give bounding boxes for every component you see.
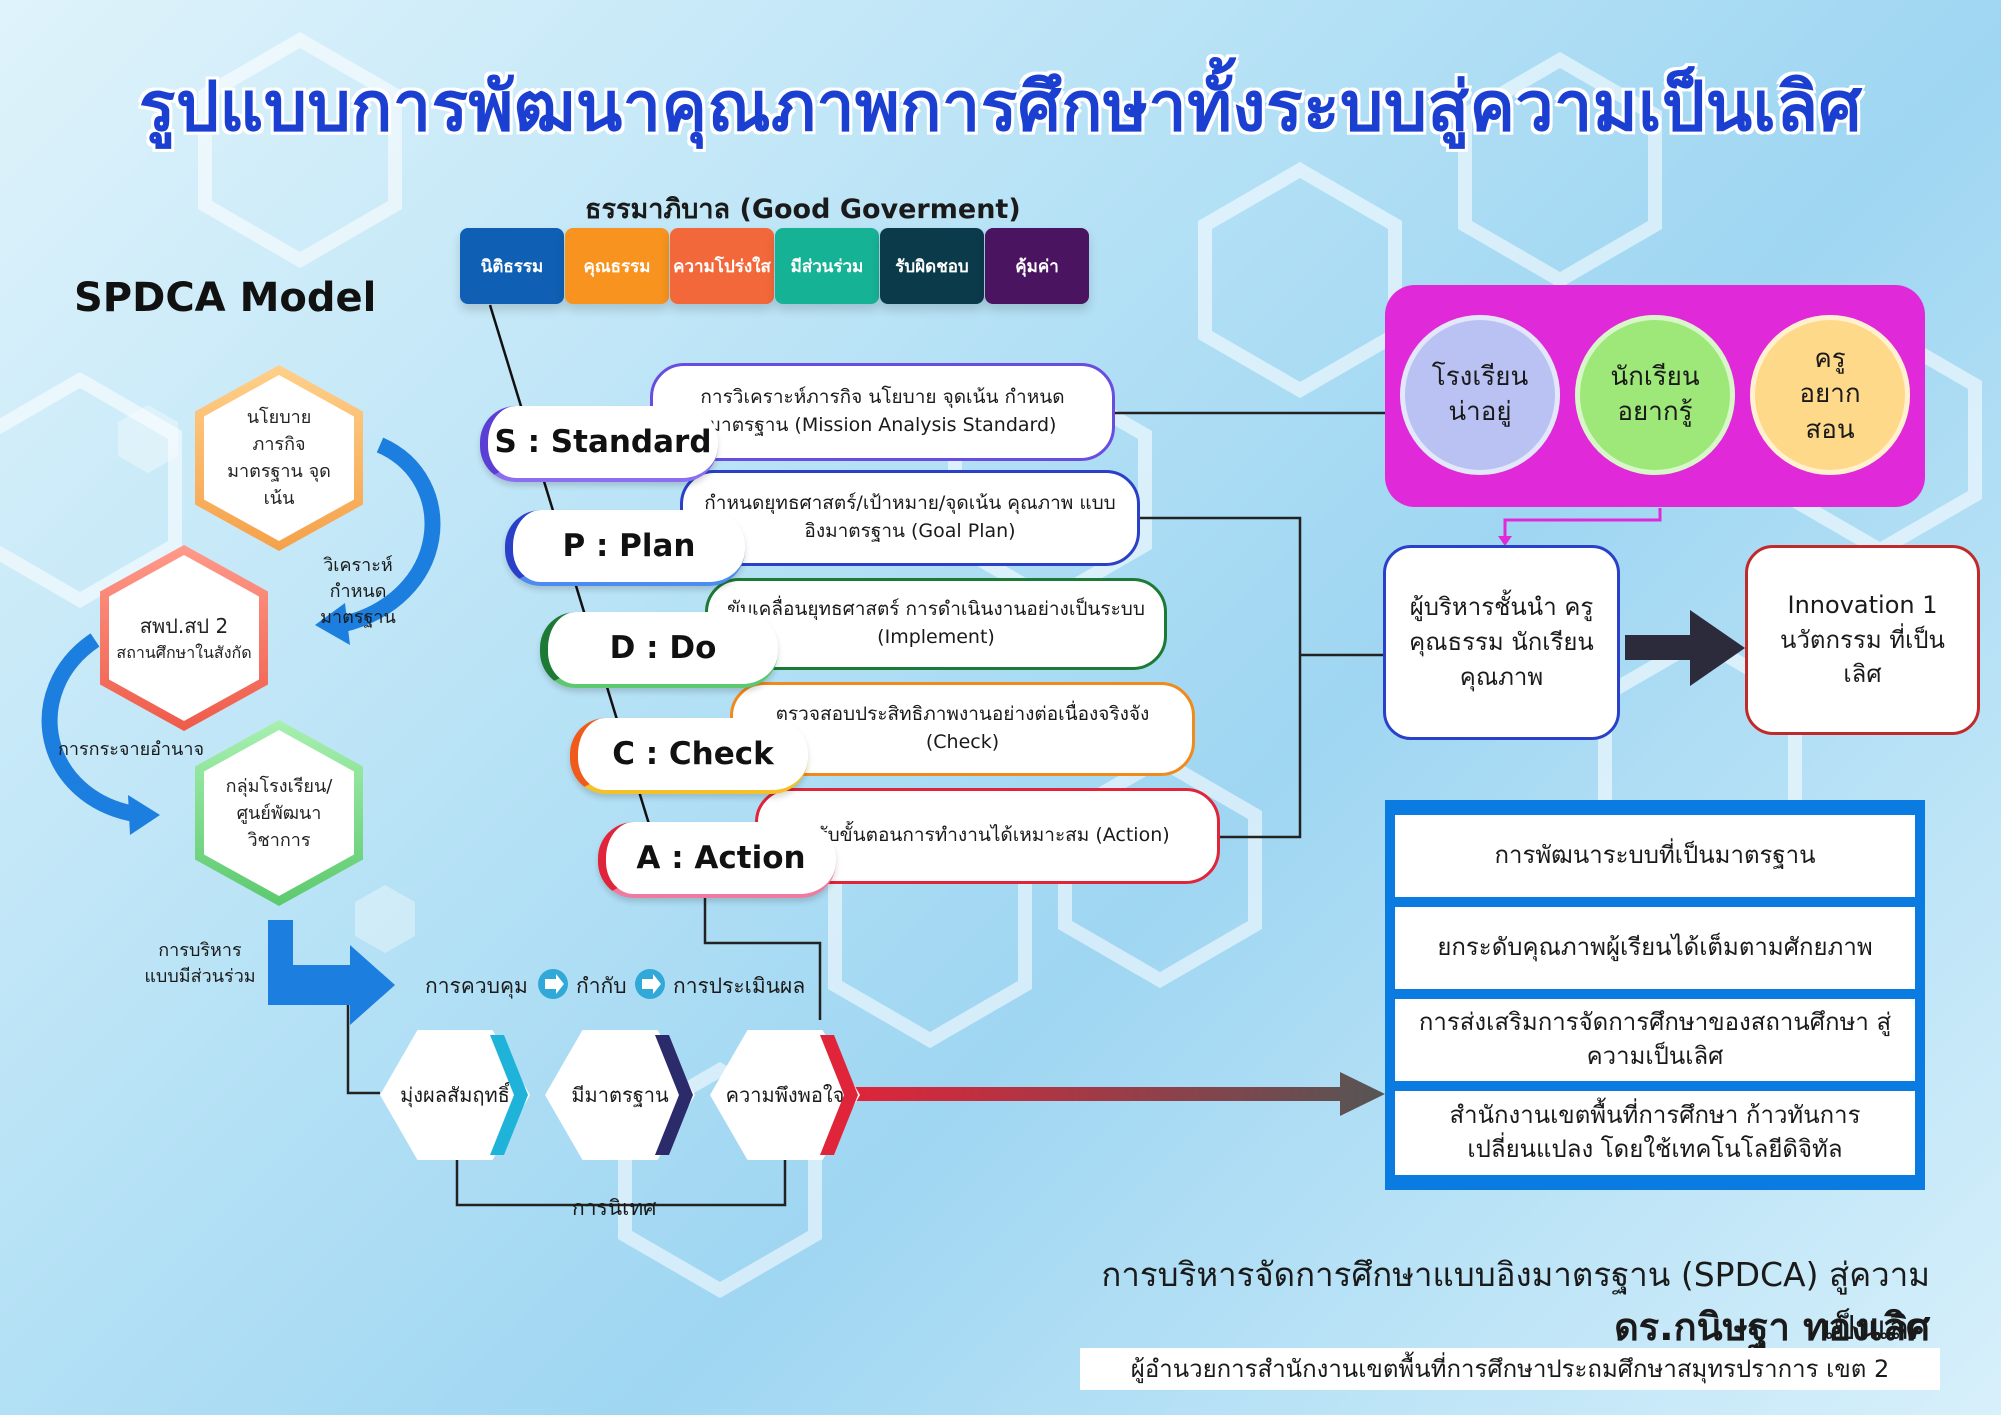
goal-item: สำนักงานเขตพื้นที่การศึกษา ก้าวทันการเปล… — [1395, 1091, 1915, 1175]
outcome-chevron-red — [820, 1035, 858, 1155]
plan-description: กำหนดยุทธศาสตร์/เป้าหมาย/จุดเน้น คุณภาพ … — [680, 470, 1140, 566]
do-pill: D : Do — [540, 612, 778, 688]
page-title: รูปแบบการพัฒนาคุณภาพการศึกษาทั้งระบบสู่ค… — [138, 68, 1863, 147]
evaluation-step: การประเมินผล — [673, 974, 806, 998]
action-pill: A : Action — [598, 822, 836, 898]
goal-item: การส่งเสริมการจัดการศึกษาของสถานศึกษา สู… — [1395, 999, 1915, 1081]
spdca-model-label: SPDCA Model — [74, 275, 377, 321]
governance-item: มีส่วนร่วม — [775, 228, 879, 304]
participation-label: การบริหาร แบบมีส่วนร่วม — [144, 940, 256, 988]
governance-item: คุณธรรม — [565, 228, 669, 304]
circle-student: นักเรียน อยากรู้ — [1575, 315, 1735, 475]
governance-item: คุ้มค่า — [985, 228, 1089, 304]
governance-item: ความโปร่งใส — [670, 228, 774, 304]
circle-school: โรงเรียน น่าอยู่ — [1400, 315, 1560, 475]
footer-subtitle: การบริหารจัดการศึกษาแบบอิงมาตรฐาน (SPDCA… — [1101, 1255, 1930, 1347]
leaders-box: ผู้บริหารชั้นนำ ครูคุณธรรม นักเรียนคุณภา… — [1383, 545, 1620, 740]
office-hexagon: สพป.สป 2 สถานศึกษาในสังกัด — [100, 545, 268, 731]
check-pill: C : Check — [570, 718, 808, 794]
governance-item: รับผิดชอบ — [880, 228, 984, 304]
policy-hexagon: นโยบาย ภารกิจ มาตรฐาน จุดเน้น — [195, 365, 363, 551]
plan-pill: P : Plan — [505, 510, 745, 586]
regulate-step: กำกับ — [576, 974, 627, 998]
governance-item: นิติธรรม — [460, 228, 564, 304]
circle-teacher: ครู อยากสอน — [1750, 315, 1910, 475]
standard-description: การวิเคราะห์ภารกิจ นโยบาย จุดเน้น กำหนดม… — [650, 363, 1115, 461]
supervision-label: การนิเทศ — [572, 1196, 657, 1220]
goal-item: การพัฒนาระบบที่เป็นมาตรฐาน — [1395, 815, 1915, 897]
standard-pill: S : Standard — [480, 406, 718, 482]
goal-item: ยกระดับคุณภาพผู้เรียนได้เต็มตามศักยภาพ — [1395, 907, 1915, 989]
footer-position: ผู้อำนวยการสำนักงานเขตพื้นที่การศึกษาประ… — [1080, 1348, 1940, 1390]
outcome-chevron-cyan — [490, 1035, 528, 1155]
control-step: การควบคุม — [425, 974, 528, 998]
outcome-chevron-navy — [655, 1035, 693, 1155]
decentralization-label: การกระจายอำนาจ — [58, 739, 204, 760]
analyze-label: วิเคราะห์กำหนด มาตรฐาน — [320, 555, 396, 629]
good-governance-title: ธรรมาภิบาล (Good Goverment) — [585, 194, 1021, 225]
innovation-box: Innovation 1 นวัตกรรม ที่เป็นเลิศ — [1745, 545, 1980, 735]
action-description: ปรับขั้นตอนการทำงานได้เหมาะสม (Action) — [755, 788, 1220, 884]
school-group-hexagon: กลุ่มโรงเรียน/ ศูนย์พัฒนาวิชาการ — [195, 720, 363, 906]
footer-author: ดร.กนิษฐา ทองเลิศ — [1614, 1305, 1930, 1349]
do-description: ขับเคลื่อนยุทธศาสตร์ การดำเนินงานอย่างเป… — [705, 578, 1167, 670]
